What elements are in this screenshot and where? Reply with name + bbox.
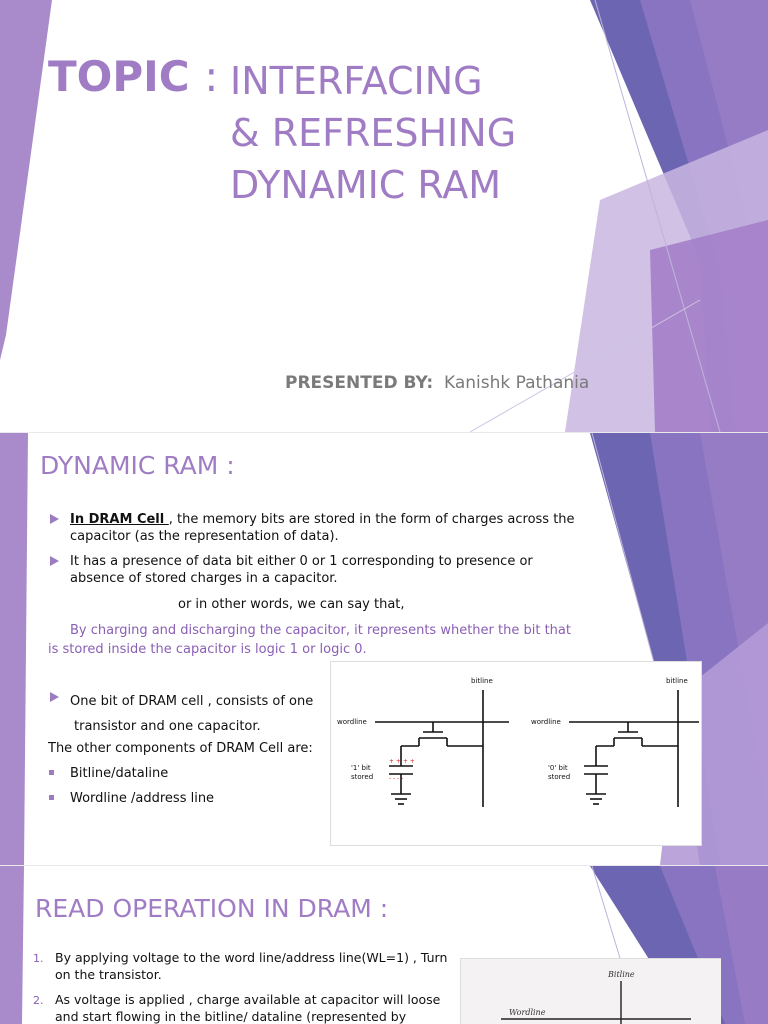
bullet-one-bit: One bit of DRAM cell , consists of one t… [70, 694, 314, 734]
slide-heading: READ OPERATION IN DRAM : [35, 894, 389, 923]
slide-decoration [0, 866, 768, 1024]
bitline-label: bitline [666, 677, 688, 685]
title-line: DYNAMIC RAM [230, 163, 502, 207]
bullet-arrow-icon [50, 692, 59, 702]
highlight-text: By charging and discharging the capacito… [48, 623, 571, 657]
slide-title: TOPIC : INTERFACING & REFRESHING DYNAMIC… [0, 0, 768, 432]
svg-text:- - - -: - - - - [389, 775, 403, 782]
dram-circuit-figure: + + + + - - - - bitline bitline wordline… [337, 677, 699, 807]
stored-zero-label: '0' bit [548, 764, 568, 772]
dram-cell-diagram: + + + + - - - - bitline bitline wordline… [330, 661, 702, 846]
list-item: As voltage is applied , charge available… [55, 992, 441, 1024]
component-item: Bitline/dataline [70, 766, 169, 781]
bullet-presence: It has a presence of data bit either 0 o… [70, 554, 533, 586]
slide-read-operation: READ OPERATION IN DRAM : 1. By applying … [0, 866, 768, 1024]
title-line: INTERFACING [230, 59, 483, 103]
svg-text:+ + + +: + + + + [389, 758, 415, 765]
list-number: 2. [33, 994, 44, 1007]
bullet-square-icon [49, 795, 54, 800]
read-sketch-figure: Bitline Wordline [460, 958, 721, 1024]
bullet-arrow-icon [50, 556, 59, 566]
presenter-credit: PRESENTED BY: Kanishk Pathania [285, 373, 590, 393]
slide-dynamic-ram: DYNAMIC RAM : In DRAM Cell , the memory … [0, 433, 768, 865]
stored-one-label: stored [351, 773, 373, 781]
sketch-wordline-label: Wordline [509, 1008, 546, 1017]
wordline-label: wordline [531, 718, 561, 726]
wordline-label: wordline [337, 718, 367, 726]
stored-zero-label: stored [548, 773, 570, 781]
bullet-square-icon [49, 770, 54, 775]
list-item: By applying voltage to the word line/add… [55, 950, 448, 982]
presentation-title: INTERFACING & REFRESHING DYNAMIC RAM [230, 55, 516, 211]
title-line: & REFRESHING [230, 111, 517, 155]
list-number: 1. [33, 952, 44, 965]
components-intro: The other components of DRAM Cell are: [48, 741, 313, 756]
read-sketch-svg: Bitline Wordline [501, 970, 691, 1024]
component-item: Wordline /address line [70, 791, 215, 806]
slide-decoration [0, 0, 768, 432]
other-words-text: or in other words, we can say that, [178, 597, 405, 612]
bullet-arrow-icon [50, 514, 59, 524]
slide-heading: DYNAMIC RAM : [40, 451, 235, 480]
stored-one-label: '1' bit [351, 764, 371, 772]
bullet-dram-cell: In DRAM Cell , the memory bits are store… [70, 512, 575, 544]
topic-label: TOPIC : [48, 52, 219, 101]
bitline-label: bitline [471, 677, 493, 685]
sketch-bitline-label: Bitline [607, 970, 635, 979]
